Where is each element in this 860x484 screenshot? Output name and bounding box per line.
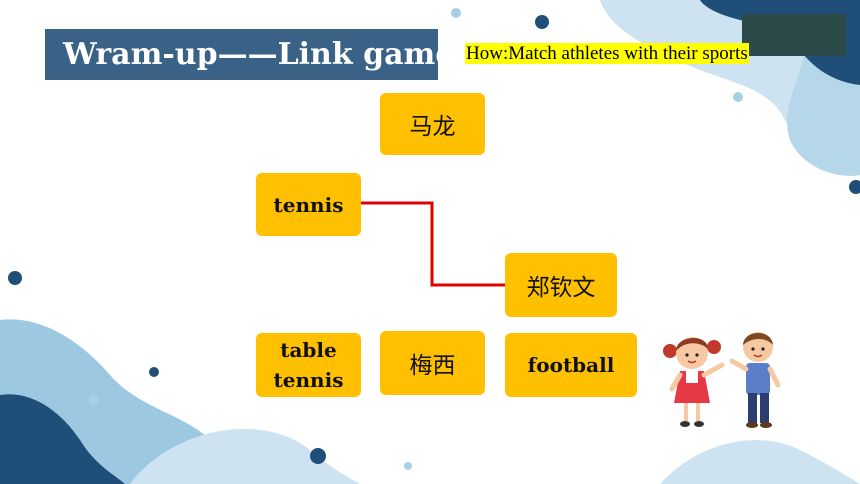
card-tennis[interactable]: tennis xyxy=(256,173,361,236)
card-table-tennis-label-line1: table xyxy=(280,338,337,362)
bottom-left-dark-blob xyxy=(0,394,125,484)
bottom-swoosh xyxy=(130,428,360,484)
dot xyxy=(733,92,743,102)
dot xyxy=(451,8,461,18)
dot xyxy=(849,180,860,194)
dot xyxy=(89,395,99,405)
card-malong-label: 马龙 xyxy=(409,114,456,140)
bottom-right-light-blob xyxy=(660,440,860,484)
card-table-tennis-label-line2: tennis xyxy=(273,368,344,392)
two-kids-clipart-icon xyxy=(663,332,781,428)
dot xyxy=(535,15,549,29)
card-football-label: football xyxy=(527,353,615,377)
card-meixi-label: 梅西 xyxy=(409,353,456,379)
card-table-tennis[interactable]: table tennis xyxy=(256,333,361,397)
card-tennis-label: tennis xyxy=(273,192,344,217)
card-zhengqinwen[interactable]: 郑钦文 xyxy=(505,253,617,317)
card-football[interactable]: football xyxy=(505,333,637,397)
dot xyxy=(149,367,159,377)
dot xyxy=(8,271,22,285)
boy-figure xyxy=(729,332,781,428)
card-zhengqinwen-label: 郑钦文 xyxy=(526,275,596,301)
slide-title: Wram-up——Link game xyxy=(45,29,454,80)
girl-figure xyxy=(663,337,725,427)
dot xyxy=(404,462,412,470)
top-right-dark-box xyxy=(742,14,846,56)
instruction-text: How:Match athletes with their sports xyxy=(465,43,749,64)
card-meixi[interactable]: 梅西 xyxy=(380,331,485,395)
dot xyxy=(310,448,326,464)
connector-line xyxy=(361,201,507,287)
card-malong[interactable]: 马龙 xyxy=(380,93,485,155)
